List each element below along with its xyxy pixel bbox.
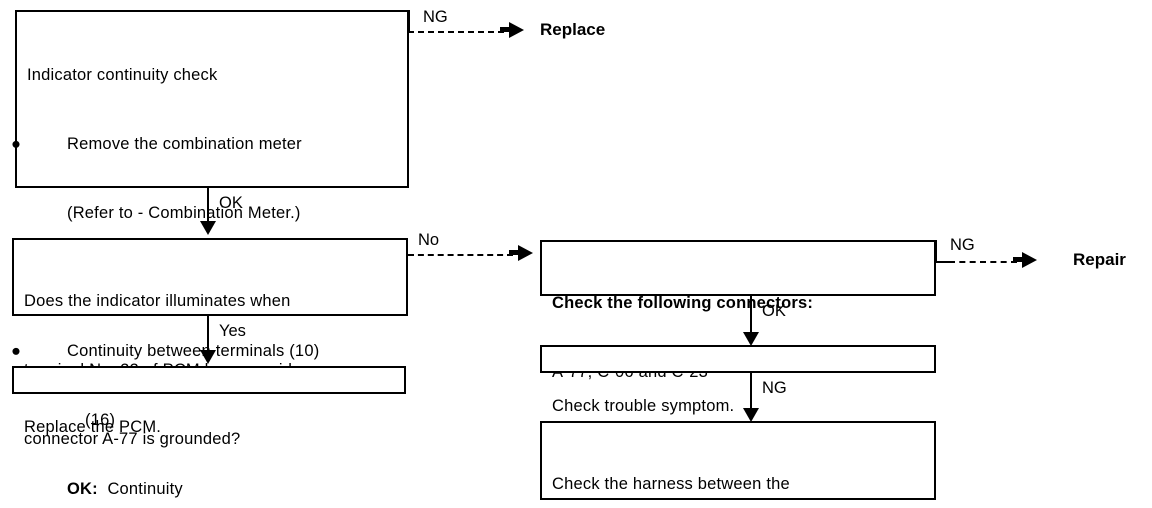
box-check-symptom: Check trouble symptom. — [540, 345, 936, 415]
edge-no-arrow-stem — [509, 250, 519, 255]
box-replace-pcm: Replace the PCM. — [12, 366, 406, 436]
edge-label-ng-right: NG — [950, 236, 975, 254]
indicator-check-bullet-1-line-2: (Refer to - Combination Meter.) — [67, 204, 301, 222]
box-check-harness-text: Check the harness between the combinatio… — [552, 427, 928, 508]
indicator-question-line-3: connector A-77 is grounded? — [24, 430, 241, 448]
box-replace-pcm-text: Replace the PCM. — [24, 370, 398, 485]
indicator-check-bullet-2-line-2: (16) — [85, 411, 116, 429]
indicator-check-ok-row: OK: Continuity — [27, 478, 401, 501]
replace-pcm-line-1: Replace the PCM. — [24, 418, 162, 436]
indicator-check-bullet-2-line-1: Continuity between terminals (10) — [67, 342, 320, 360]
edge-no-arrowhead-icon — [518, 245, 533, 261]
edge-label-yes: Yes — [219, 322, 246, 340]
edge-ng-down-arrowhead-icon — [743, 408, 759, 422]
edge-ng-top-dashed — [408, 31, 504, 33]
box-check-harness: Check the harness between the combinatio… — [540, 421, 936, 500]
edge-ng-right-dashed — [949, 261, 1017, 263]
edge-ng-right-arrow-stem — [1013, 257, 1023, 262]
box-indicator-continuity-check-text: Indicator continuity check ● Remove the c… — [11, 18, 401, 508]
box-indicator-question: Does the indicator illuminates when term… — [12, 238, 408, 448]
edge-ng-top-arrow-stem — [500, 27, 510, 32]
edge-label-ng-top: NG — [423, 8, 448, 26]
indicator-check-ok-label: OK: — [67, 480, 98, 498]
box-indicator-continuity-check: Indicator continuity check ● Remove the c… — [11, 10, 409, 498]
indicator-check-title: Indicator continuity check — [27, 66, 218, 84]
terminal-repair: Repair — [1073, 250, 1126, 269]
bullet-dot-icon: ● — [11, 135, 22, 153]
edge-yes-line — [207, 316, 209, 352]
edge-ok-1-arrowhead-icon — [200, 221, 216, 235]
indicator-check-bullet-1: ● Remove the combination meter — [11, 133, 401, 156]
edge-no-dashed — [408, 254, 513, 256]
check-connectors-heading: Check the following connectors: — [552, 294, 814, 312]
edge-label-ng-down: NG — [762, 379, 787, 397]
edge-label-ok-2: OK — [762, 302, 786, 320]
edge-ok-2-arrowhead-icon — [743, 332, 759, 346]
check-symptom-line-1: Check trouble symptom. — [552, 397, 735, 415]
edge-ok-2-line — [750, 296, 752, 334]
indicator-check-ok-value: Continuity — [107, 480, 183, 498]
bullet-dot-icon-2: ● — [11, 342, 22, 360]
edge-yes-arrowhead-icon — [200, 350, 216, 364]
edge-ng-right-riser — [935, 240, 937, 262]
edge-label-no: No — [418, 231, 440, 249]
box-check-connectors: Check the following connectors: A-77, C-… — [540, 240, 936, 381]
edge-ng-top-arrowhead-icon — [509, 22, 524, 38]
indicator-check-bullet-1-line-1: Remove the combination meter — [67, 135, 302, 153]
edge-label-ok-1: OK — [219, 194, 243, 212]
check-harness-line-1: Check the harness between the — [552, 475, 790, 493]
edge-ng-down-line — [750, 373, 752, 413]
box-check-symptom-text: Check trouble symptom. — [552, 349, 928, 464]
edge-ok-1-line — [207, 188, 209, 223]
edge-ng-right-solid — [935, 261, 951, 263]
edge-ng-top-riser — [408, 10, 410, 32]
terminal-replace: Replace — [540, 20, 606, 39]
edge-ng-right-arrowhead-icon — [1022, 252, 1037, 268]
indicator-question-line-1: Does the indicator illuminates when — [24, 292, 291, 310]
indicator-check-bullet-2: ● Continuity between terminals (10) — [11, 340, 401, 363]
